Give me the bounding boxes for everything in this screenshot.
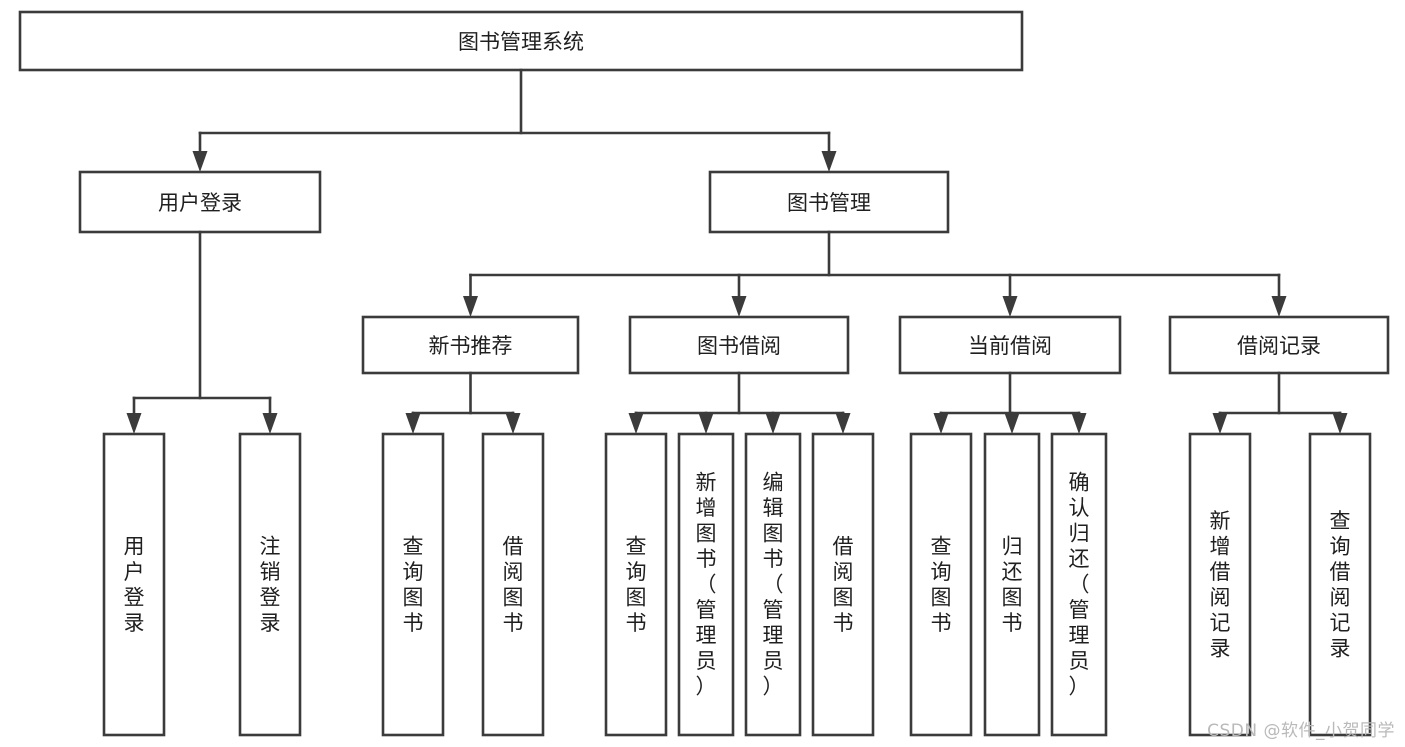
node-leaf-borrow-book-2[interactable]: 借阅图书 — [811, 432, 875, 737]
node-leaf-query-book-3[interactable]: 查询图书 — [909, 432, 973, 737]
node-leaf-query-book-1-label: 查询图书 — [403, 534, 424, 635]
node-leaf-borrow-book-1[interactable]: 借阅图书 — [481, 432, 545, 737]
node-leaf-return-book[interactable]: 归还图书 — [983, 432, 1041, 737]
node-leaf-logout-login-label: 注销登录 — [260, 534, 281, 635]
node-leaf-confirm-return-label: 确认归还（管理员） — [1069, 471, 1090, 699]
node-user-login-label: 用户登录 — [158, 191, 242, 215]
node-leaf-user-login-label: 用户登录 — [124, 534, 145, 635]
node-book-manage-label: 图书管理 — [787, 191, 871, 215]
node-leaf-edit-book[interactable]: 编辑图书（管理员） — [744, 432, 802, 737]
watermark-label: CSDN @软件_小贺同学 — [1207, 721, 1395, 741]
node-leaf-query-book-1[interactable]: 查询图书 — [381, 432, 445, 737]
node-leaf-confirm-return[interactable]: 确认归还（管理员） — [1050, 432, 1108, 737]
node-borrow-record-label: 借阅记录 — [1237, 334, 1321, 358]
node-root[interactable]: 图书管理系统 — [18, 10, 1024, 72]
node-leaf-query-book-2-label: 查询图书 — [626, 534, 647, 635]
node-root-label: 图书管理系统 — [458, 30, 584, 54]
node-leaf-user-login[interactable]: 用户登录 — [102, 432, 166, 737]
node-leaf-query-book-3-label: 查询图书 — [931, 534, 952, 635]
node-leaf-return-book-label: 归还图书 — [1002, 534, 1023, 635]
node-leaf-query-book-2[interactable]: 查询图书 — [604, 432, 668, 737]
node-new-book-recommend-label: 新书推荐 — [429, 334, 513, 358]
node-leaf-add-record[interactable]: 新增借阅记录 — [1188, 432, 1252, 737]
node-leaf-borrow-book-2-label: 借阅图书 — [833, 534, 854, 635]
node-leaf-edit-book-label: 编辑图书（管理员） — [763, 471, 784, 699]
node-leaf-query-record[interactable]: 查询借阅记录 — [1308, 432, 1372, 737]
node-book-borrow-label: 图书借阅 — [697, 334, 781, 358]
node-user-login[interactable]: 用户登录 — [78, 170, 322, 234]
node-leaf-add-book[interactable]: 新增图书（管理员） — [677, 432, 735, 737]
node-borrow-record[interactable]: 借阅记录 — [1168, 315, 1390, 375]
node-leaf-logout-login[interactable]: 注销登录 — [238, 432, 302, 737]
node-leaf-add-book-label: 新增图书（管理员） — [696, 471, 717, 699]
node-current-borrow[interactable]: 当前借阅 — [898, 315, 1122, 375]
node-book-manage[interactable]: 图书管理 — [708, 170, 950, 234]
node-new-book-recommend[interactable]: 新书推荐 — [361, 315, 580, 375]
node-leaf-add-record-label: 新增借阅记录 — [1210, 509, 1231, 661]
node-book-borrow[interactable]: 图书借阅 — [628, 315, 850, 375]
node-leaf-query-record-label: 查询借阅记录 — [1330, 509, 1351, 661]
node-current-borrow-label: 当前借阅 — [968, 334, 1052, 358]
node-leaf-borrow-book-1-label: 借阅图书 — [503, 534, 524, 635]
